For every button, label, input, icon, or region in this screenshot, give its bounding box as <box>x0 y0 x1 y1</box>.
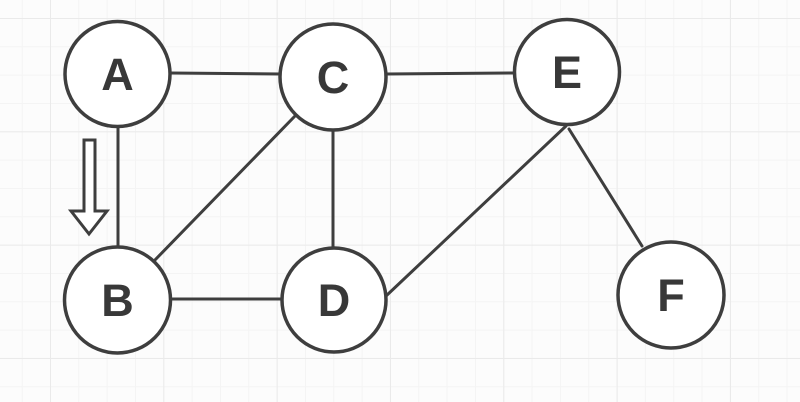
edge-A-C[interactable] <box>168 71 283 76</box>
edge-B-C[interactable] <box>152 114 297 263</box>
node-label-B: B <box>101 275 134 326</box>
node-D[interactable] <box>280 246 388 354</box>
edge-E-F[interactable] <box>567 127 644 248</box>
node-A[interactable] <box>63 19 172 129</box>
node-label-A: A <box>101 49 134 100</box>
node-label-E: E <box>552 47 582 98</box>
node-E[interactable] <box>512 17 622 127</box>
node-label-C: C <box>317 52 350 103</box>
node-label-F: F <box>657 270 685 321</box>
node-F[interactable] <box>616 240 726 350</box>
annotations-layer <box>67 138 111 237</box>
edge-C-E[interactable] <box>384 71 517 76</box>
edge-D-E[interactable] <box>384 124 568 298</box>
node-label-D: D <box>318 275 351 326</box>
node-B[interactable] <box>62 245 173 355</box>
down-arrow-annotation[interactable] <box>67 138 111 237</box>
node-C[interactable] <box>278 22 388 132</box>
edges-layer <box>116 71 644 301</box>
nodes-layer: A B C D E F <box>62 17 726 355</box>
